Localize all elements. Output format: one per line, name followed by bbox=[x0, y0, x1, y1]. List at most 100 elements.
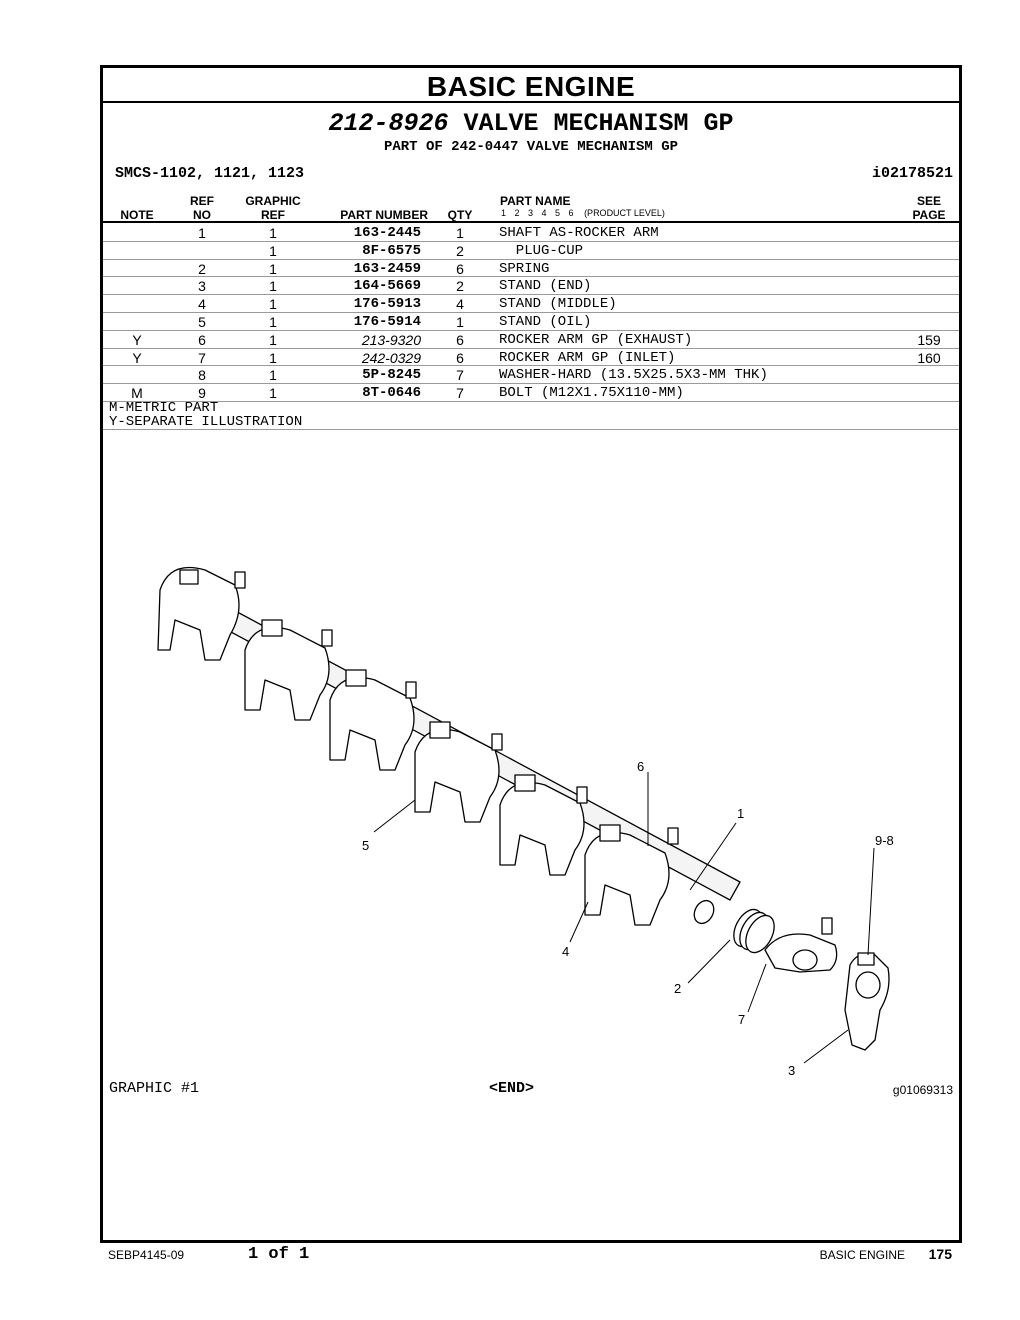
cell-ref-no: 1 bbox=[198, 225, 206, 241]
stand-end-left bbox=[157, 566, 246, 661]
callout-3: 3 bbox=[788, 1063, 795, 1078]
cell-ref-no: 5 bbox=[198, 314, 206, 330]
row-rule bbox=[103, 383, 959, 385]
cell-graphic-ref: 1 bbox=[269, 225, 277, 241]
cell-ref-no: 7 bbox=[198, 349, 206, 366]
note-metric: M-METRIC PART bbox=[109, 400, 219, 416]
footer-document-number: SEBP4145-09 bbox=[108, 1248, 185, 1262]
cell-part-name: STAND (END) bbox=[499, 278, 592, 295]
graphic-label: GRAPHIC #1 bbox=[109, 1080, 200, 1097]
row-rule bbox=[103, 312, 959, 313]
cell-part-name: STAND (MIDDLE) bbox=[499, 296, 617, 313]
cell-part-number[interactable]: 176-5914 bbox=[353, 314, 421, 330]
cell-part-name: ROCKER ARM GP (INLET) bbox=[499, 349, 676, 366]
cell-part-name: WASHER-HARD (13.5X25.5X3-MM THK) bbox=[499, 367, 768, 384]
group-name: VALVE MECHANISM GP bbox=[463, 109, 734, 138]
cell-part-number[interactable]: 8F-6575 bbox=[362, 242, 421, 259]
cell-part-number[interactable]: 5P-8245 bbox=[362, 367, 421, 384]
cell-qty: 1 bbox=[456, 314, 464, 330]
cell-part-name: ROCKER ARM GP (EXHAUST) bbox=[499, 331, 693, 348]
cell-graphic-ref: 1 bbox=[269, 385, 277, 402]
notes-block: M-METRIC PART Y-SEPARATE ILLUSTRATION bbox=[109, 401, 302, 429]
cell-qty: 7 bbox=[456, 367, 464, 384]
valve-mechanism-illustration: 6 1 5 9-8 4 2 7 3 bbox=[157, 566, 894, 1078]
table-row: 5 1 176-5914 1 STAND (OIL) bbox=[103, 313, 959, 331]
cell-see-page[interactable]: 159 bbox=[917, 331, 941, 348]
header-ref-bottom: NO bbox=[193, 208, 211, 222]
header-part-name: PART NAME bbox=[500, 194, 571, 208]
table-row: 1 1 163-2445 1 SHAFT AS-ROCKER ARM bbox=[103, 224, 959, 242]
table-row: 8 1 5P-8245 7 WASHER-HARD (13.5X25.5X3-MM TH… bbox=[103, 366, 959, 384]
section-title: BASIC ENGINE bbox=[103, 68, 959, 103]
cell-ref-no: 4 bbox=[198, 296, 206, 313]
callout-5: 5 bbox=[362, 838, 369, 853]
callout-1: 1 bbox=[737, 806, 744, 821]
header-see-top: SEE bbox=[916, 194, 941, 208]
stand-middle-3 bbox=[499, 774, 588, 876]
cell-graphic-ref: 1 bbox=[269, 314, 277, 330]
cell-see-page[interactable]: 160 bbox=[917, 349, 941, 366]
header-graphic-top: GRAPHIC bbox=[245, 194, 301, 208]
stand-middle-1 bbox=[244, 619, 333, 721]
group-title: 212-8926 VALVE MECHANISM GP bbox=[103, 110, 959, 138]
row-rule bbox=[103, 294, 959, 296]
table-row: 4 1 176-5913 4 STAND (MIDDLE) bbox=[103, 295, 959, 313]
cell-graphic-ref: 1 bbox=[269, 331, 277, 348]
cell-qty: 6 bbox=[456, 331, 464, 348]
stand-end-right bbox=[844, 952, 890, 1051]
header-qty: QTY bbox=[447, 208, 473, 222]
smcs-codes: SMCS-1102, 1121, 1123 bbox=[115, 165, 305, 182]
cell-part-number[interactable]: 213-9320 bbox=[361, 331, 421, 348]
cell-note: M bbox=[131, 385, 143, 402]
header-graphic-bottom: REF bbox=[261, 208, 285, 222]
cell-part-number[interactable]: 163-2445 bbox=[353, 225, 421, 241]
cell-part-name: BOLT (M12X1.75X110-MM) bbox=[499, 385, 684, 402]
stand-middle-4 bbox=[584, 824, 679, 926]
cell-part-name: PLUG-CUP bbox=[499, 242, 584, 259]
cell-qty: 7 bbox=[456, 385, 464, 402]
cell-graphic-ref: 1 bbox=[269, 349, 277, 366]
cell-ref-no: 8 bbox=[198, 367, 206, 384]
row-rule bbox=[103, 240, 959, 242]
product-level-numbers: 1 2 3 4 5 6 bbox=[501, 208, 574, 218]
cell-part-number[interactable]: 8T-0646 bbox=[362, 385, 421, 402]
row-rule bbox=[103, 401, 959, 402]
cell-graphic-ref: 1 bbox=[269, 278, 277, 295]
callout-6: 6 bbox=[637, 759, 644, 774]
header-rule bbox=[103, 221, 959, 223]
cell-part-name: STAND (OIL) bbox=[499, 314, 592, 330]
cell-qty: 6 bbox=[456, 260, 464, 277]
cell-note: Y bbox=[132, 331, 142, 348]
cell-graphic-ref: 1 bbox=[269, 296, 277, 313]
header-see-bottom: PAGE bbox=[912, 208, 946, 222]
cell-qty: 1 bbox=[456, 225, 464, 241]
cell-part-number[interactable]: 242-0329 bbox=[361, 349, 421, 366]
footer-page-number: 175 bbox=[928, 1246, 952, 1262]
graphic-id: g01069313 bbox=[892, 1083, 953, 1097]
row-rule bbox=[103, 258, 959, 260]
cell-part-number[interactable]: 163-2459 bbox=[353, 260, 421, 277]
row-rule bbox=[103, 347, 959, 349]
spring-part bbox=[733, 908, 775, 954]
header-part-number: PART NUMBER bbox=[340, 208, 428, 222]
group-number[interactable]: 212-8926 bbox=[328, 109, 449, 138]
cell-ref-no: 3 bbox=[198, 278, 206, 295]
header-ref-top: REF bbox=[190, 194, 214, 208]
row-rule bbox=[103, 365, 959, 367]
cell-part-number[interactable]: 176-5913 bbox=[353, 296, 421, 313]
cell-part-number[interactable]: 164-5669 bbox=[353, 278, 421, 295]
cell-graphic-ref: 1 bbox=[269, 260, 277, 277]
callout-7: 7 bbox=[738, 1012, 745, 1027]
footer-section: BASIC ENGINE bbox=[819, 1248, 905, 1262]
cell-graphic-ref: 1 bbox=[269, 367, 277, 384]
footer-page-of: 1 of 1 bbox=[248, 1245, 310, 1264]
part-of-line: PART OF 242-0447 VALVE MECHANISM GP bbox=[383, 139, 679, 155]
cell-part-name: SHAFT AS-ROCKER ARM bbox=[499, 225, 659, 241]
cell-qty: 4 bbox=[456, 296, 464, 313]
parts-page-frame: BASIC ENGINE 212-8926 VALVE MECHANISM GP… bbox=[100, 65, 962, 1243]
